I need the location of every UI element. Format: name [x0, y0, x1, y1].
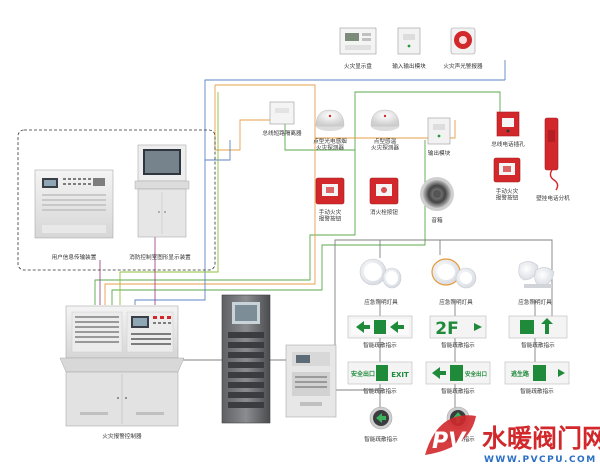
evac-sign-2: 2F [429, 315, 487, 339]
alarm-controller-label: 火灾报警控制器 [102, 432, 142, 440]
manual-alarm-left-label: 手动火灾报警按钮 [319, 208, 342, 223]
bus-phone-jack [496, 111, 520, 137]
ground-sign-1-label: 智能疏散指示 [364, 435, 398, 443]
fire-alarm-controller [59, 305, 185, 427]
watermark-brand: 水暖阀门网 [482, 424, 600, 453]
io-module-top [397, 27, 421, 55]
floor-sign-text: 2F [435, 319, 458, 339]
evac-sign-6: 逃生路 [504, 361, 570, 385]
info-transfer-device [34, 169, 114, 239]
output-module-label: 输出模块 [428, 149, 451, 157]
speaker-label: 音箱 [431, 216, 443, 224]
heat-detector [370, 109, 400, 131]
bus-isolator-label: 总线短路隔离器 [262, 129, 302, 137]
evac-sign-1: ⇦ [347, 315, 413, 339]
wire-gray-3 [334, 239, 553, 345]
emergency-light-3-label: 应急照明灯具 [518, 298, 552, 306]
info-transfer-label: 用户信息传输装置 [52, 253, 97, 261]
bus-isolator [269, 101, 295, 125]
smoke-detector-label: 点型光电感烟火灾探测器 [313, 137, 347, 152]
io-module-label: 输入输出模块 [392, 62, 426, 70]
wire-orange-2 [214, 85, 285, 151]
manual-alarm-button-left [315, 177, 345, 205]
wire-green-2 [111, 140, 426, 305]
watermark-logo: PV [425, 415, 476, 455]
evac-sign-1-label: 智能疏散指示 [363, 341, 397, 349]
manual-alarm-right-label: 手动火灾报警按钮 [496, 187, 519, 202]
hydrant-button-label: 消火栓按钮 [370, 208, 398, 216]
evac-sign-3-label: 智能疏散指示 [521, 341, 555, 349]
exit-cn-text: 安全出口 [351, 370, 375, 378]
fire-exit-text: 安全出口 [465, 370, 487, 378]
logo-letters: PV [432, 429, 467, 454]
manual-alarm-button-right [493, 157, 521, 183]
ground-sign-1 [369, 406, 393, 430]
heat-detector-label: 点型感温火灾探测器 [371, 137, 399, 152]
site-watermark: PV 水暖阀门网 WWW.PVCPU.COM [425, 415, 600, 465]
evac-sign-4: 安全出口 EXIT [347, 361, 413, 385]
evac-sign-2-label: 智能疏散指示 [441, 341, 475, 349]
fire-phone [544, 117, 559, 191]
emergency-light-2 [431, 258, 477, 289]
fire-display-panel [339, 27, 377, 55]
wire-blue-3 [205, 140, 231, 161]
evac-sign-5: 安全出口 [425, 361, 491, 385]
sound-light-label: 火灾声光警报器 [443, 62, 483, 70]
fire-display-label: 火灾显示盘 [344, 62, 372, 70]
fire-phone-label: 壁挂电话分机 [536, 194, 570, 202]
emergency-light-1-label: 应急照明灯具 [364, 298, 398, 306]
power-cabinet [221, 294, 271, 424]
emergency-light-2-label: 应急照明灯具 [439, 298, 473, 306]
evac-sign-4-label: 智能疏散指示 [363, 387, 397, 395]
wire-orange-3 [315, 120, 456, 139]
wire-green-1 [94, 91, 501, 305]
svg-text:⇧: ⇧ [523, 323, 531, 334]
graphic-display-device [134, 144, 190, 238]
wire-blue-1 [134, 79, 505, 305]
exit-en-text: EXIT [391, 371, 409, 379]
wire-orange-1 [104, 84, 316, 305]
smoke-detector [315, 109, 345, 131]
output-module [427, 117, 451, 145]
distribution-box [285, 344, 337, 418]
escape-text: 逃生路 [511, 370, 530, 378]
graphic-display-label: 消防控制室图形显示装置 [129, 253, 191, 261]
wire-lime-1 [119, 92, 219, 305]
wire-green-3 [284, 122, 355, 151]
watermark-url: WWW.PVCPU.COM [484, 455, 597, 465]
speaker [420, 177, 454, 211]
emergency-light-3 [518, 261, 555, 288]
bus-phone-jack-label: 总线电话插孔 [491, 140, 525, 148]
svg-text:⇦: ⇦ [376, 324, 384, 334]
emergency-light-1 [359, 258, 402, 289]
evac-sign-3: ⇧ [508, 315, 568, 339]
evac-sign-5-label: 智能疏散指示 [441, 387, 475, 395]
hydrant-button [369, 177, 399, 205]
control-room-boundary [17, 129, 216, 271]
evac-sign-6-label: 智能疏散指示 [520, 387, 554, 395]
sound-light-alarm [450, 27, 476, 55]
